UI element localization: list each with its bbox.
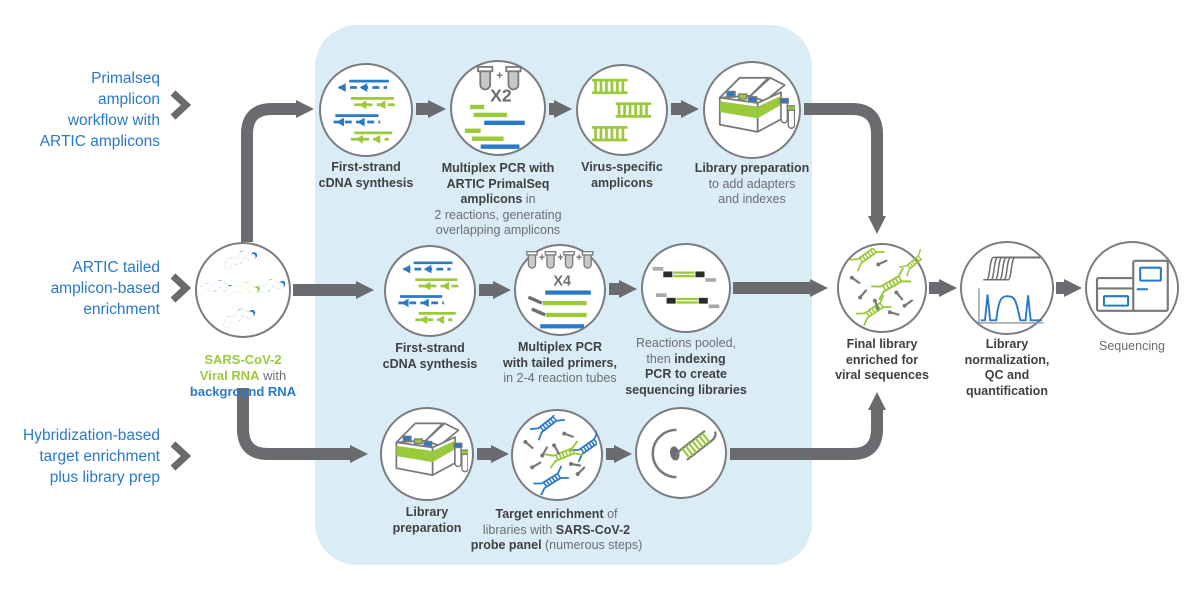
node-pooled-indexing-pcr xyxy=(641,243,731,333)
caption-top-first-strand: First-strand cDNA synthesis xyxy=(318,160,414,190)
caption-final-library: Final library enriched for viral sequenc… xyxy=(835,337,929,382)
caption-library-normalization: Library normalization, QC and quantifica… xyxy=(964,337,1050,398)
node-top-multiplex-pcr-x2: + X2 xyxy=(450,60,546,156)
node-target-enrichment xyxy=(511,409,603,501)
node-library-normalization-qc xyxy=(960,241,1054,335)
svg-text:+: + xyxy=(496,70,503,82)
label-primalseq-workflow: Primalseq amplicon workflow with ARTIC a… xyxy=(39,70,160,150)
caption-sequencing: Sequencing xyxy=(1098,339,1166,353)
caption-target-enrichment: Target enrichment of libraries with SARS… xyxy=(470,507,643,552)
caption-bottom-library-prep: Library preparation xyxy=(392,505,462,535)
caption-top-multiplex-pcr: Multiplex PCR with ARTIC PrimalSeq ampli… xyxy=(434,161,562,237)
arrow-bottom-to-final xyxy=(730,392,886,460)
cdna-synthesis-icon xyxy=(333,79,396,144)
node-bead-capture xyxy=(635,407,727,499)
node-final-library xyxy=(837,243,927,333)
library-prep-box-icon xyxy=(395,422,469,476)
node-top-first-strand-cdna xyxy=(319,63,413,157)
caption-mid-multiplex-pcr: Multiplex PCR with tailed primers, in 2-… xyxy=(503,340,617,385)
cdna-synthesis-icon xyxy=(397,260,459,324)
arrow-source-to-bottom-row xyxy=(237,388,368,463)
arrow-top-to-final xyxy=(804,103,886,234)
multiplex-pcr-x2-icon: + X2 xyxy=(464,65,525,149)
final-library-icon xyxy=(848,248,922,327)
svg-text:+: + xyxy=(575,251,581,263)
node-viral-rna-sample xyxy=(195,242,291,338)
qc-quantification-icon xyxy=(977,256,1044,324)
svg-text:+: + xyxy=(557,251,563,263)
node-sequencing xyxy=(1085,241,1179,335)
svg-text:+: + xyxy=(538,251,544,263)
caption-pooled-indexing: Reactions pooled, then indexing PCR to c… xyxy=(625,336,747,397)
bead-capture-icon xyxy=(651,428,717,478)
pooled-libraries-icon xyxy=(653,267,720,309)
caption-sars-cov-2: SARS-CoV-2 Viral RNA xyxy=(199,352,282,383)
caption-viral-rna-sample: SARS-CoV-2 Viral RNA with background RNA xyxy=(163,336,323,400)
amplicons-icon xyxy=(591,78,651,141)
caption-virus-specific-amplicons: Virus-specific amplicons xyxy=(581,160,663,190)
library-prep-box-icon xyxy=(718,76,796,133)
probe-hybridization-icon xyxy=(521,414,598,496)
caption-with: with xyxy=(263,368,287,383)
x2-label: X2 xyxy=(490,85,512,105)
arrow-source-to-top-row xyxy=(241,100,314,242)
chevron-right-icon xyxy=(170,273,192,303)
chevron-right-icon xyxy=(170,441,192,471)
sequencer-icon xyxy=(1095,259,1169,312)
node-virus-specific-amplicons xyxy=(576,64,668,156)
label-hybridization-workflow: Hybridization-based target enrichment pl… xyxy=(23,427,160,486)
node-top-library-prep xyxy=(703,61,801,159)
caption-background-rna: background RNA xyxy=(189,384,297,399)
chevron-right-icon xyxy=(170,90,192,120)
caption-top-library-prep: Library preparation to add adapters and … xyxy=(694,161,810,206)
node-bottom-library-prep xyxy=(380,407,474,501)
node-mid-first-strand-cdna xyxy=(384,245,476,337)
caption-mid-first-strand: First-strand cDNA synthesis xyxy=(382,341,478,371)
node-mid-multiplex-pcr-x4: + + + X4 xyxy=(514,244,606,336)
viral-rna-icon xyxy=(201,248,286,333)
label-artic-tailed-workflow: ARTIC tailed amplicon-based enrichment xyxy=(50,259,160,318)
x4-label: X4 xyxy=(553,273,571,289)
multiplex-pcr-x4-icon: + + + X4 xyxy=(525,250,593,328)
